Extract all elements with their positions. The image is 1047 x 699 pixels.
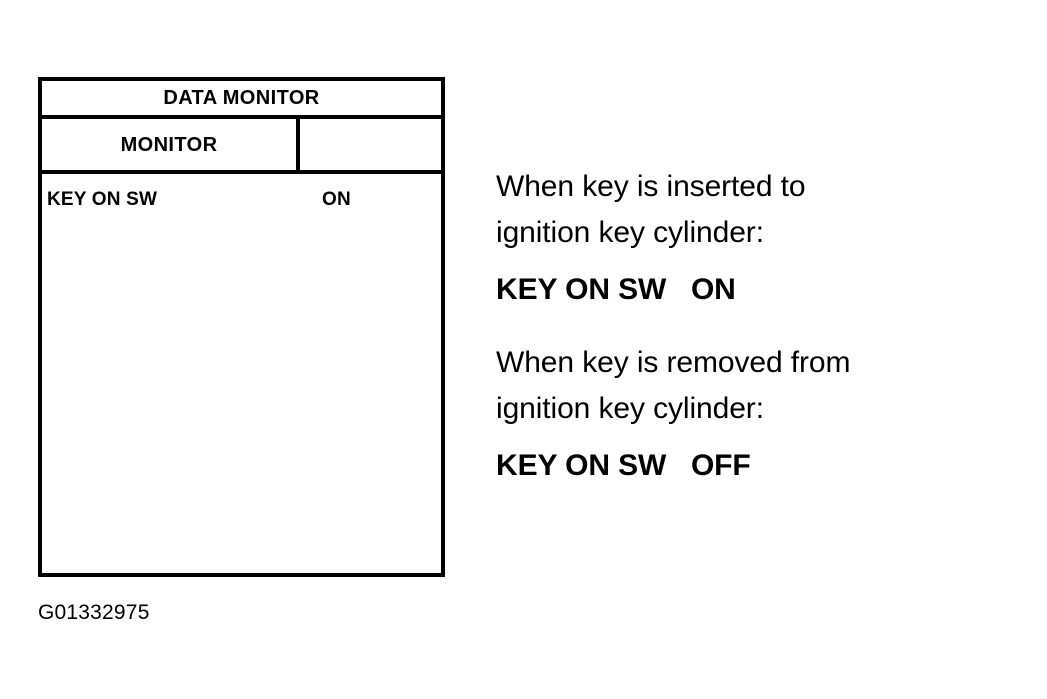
note-result-text: KEY ON SW ON [496, 273, 736, 307]
note-condition-text: When key is inserted to ignition key cyl… [496, 170, 806, 249]
note-block-key-inserted: When key is inserted to ignition key cyl… [496, 164, 1026, 312]
panel-column-header-row: MONITOR [42, 119, 441, 174]
table-row: KEY ON SW ON [42, 174, 441, 220]
monitor-item-name: KEY ON SW [47, 189, 158, 210]
column-header-value [300, 119, 441, 170]
panel-title-row: DATA MONITOR [42, 81, 441, 119]
monitor-item-value: ON [322, 189, 351, 210]
figure-caption: G01332975 [38, 601, 150, 624]
note-result-text: KEY ON SW OFF [496, 449, 751, 483]
panel-title: DATA MONITOR [163, 87, 320, 109]
column-header-monitor: MONITOR [42, 119, 300, 170]
panel-body: KEY ON SW ON [42, 174, 441, 569]
note-list: When key is inserted to ignition key cyl… [496, 164, 1026, 488]
note-condition-text: When key is removed from ignition key cy… [496, 346, 851, 425]
data-monitor-panel: DATA MONITOR MONITOR KEY ON SW ON [38, 77, 445, 577]
column-header-monitor-label: MONITOR [120, 133, 218, 156]
note-block-key-removed: When key is removed from ignition key cy… [496, 340, 1026, 488]
